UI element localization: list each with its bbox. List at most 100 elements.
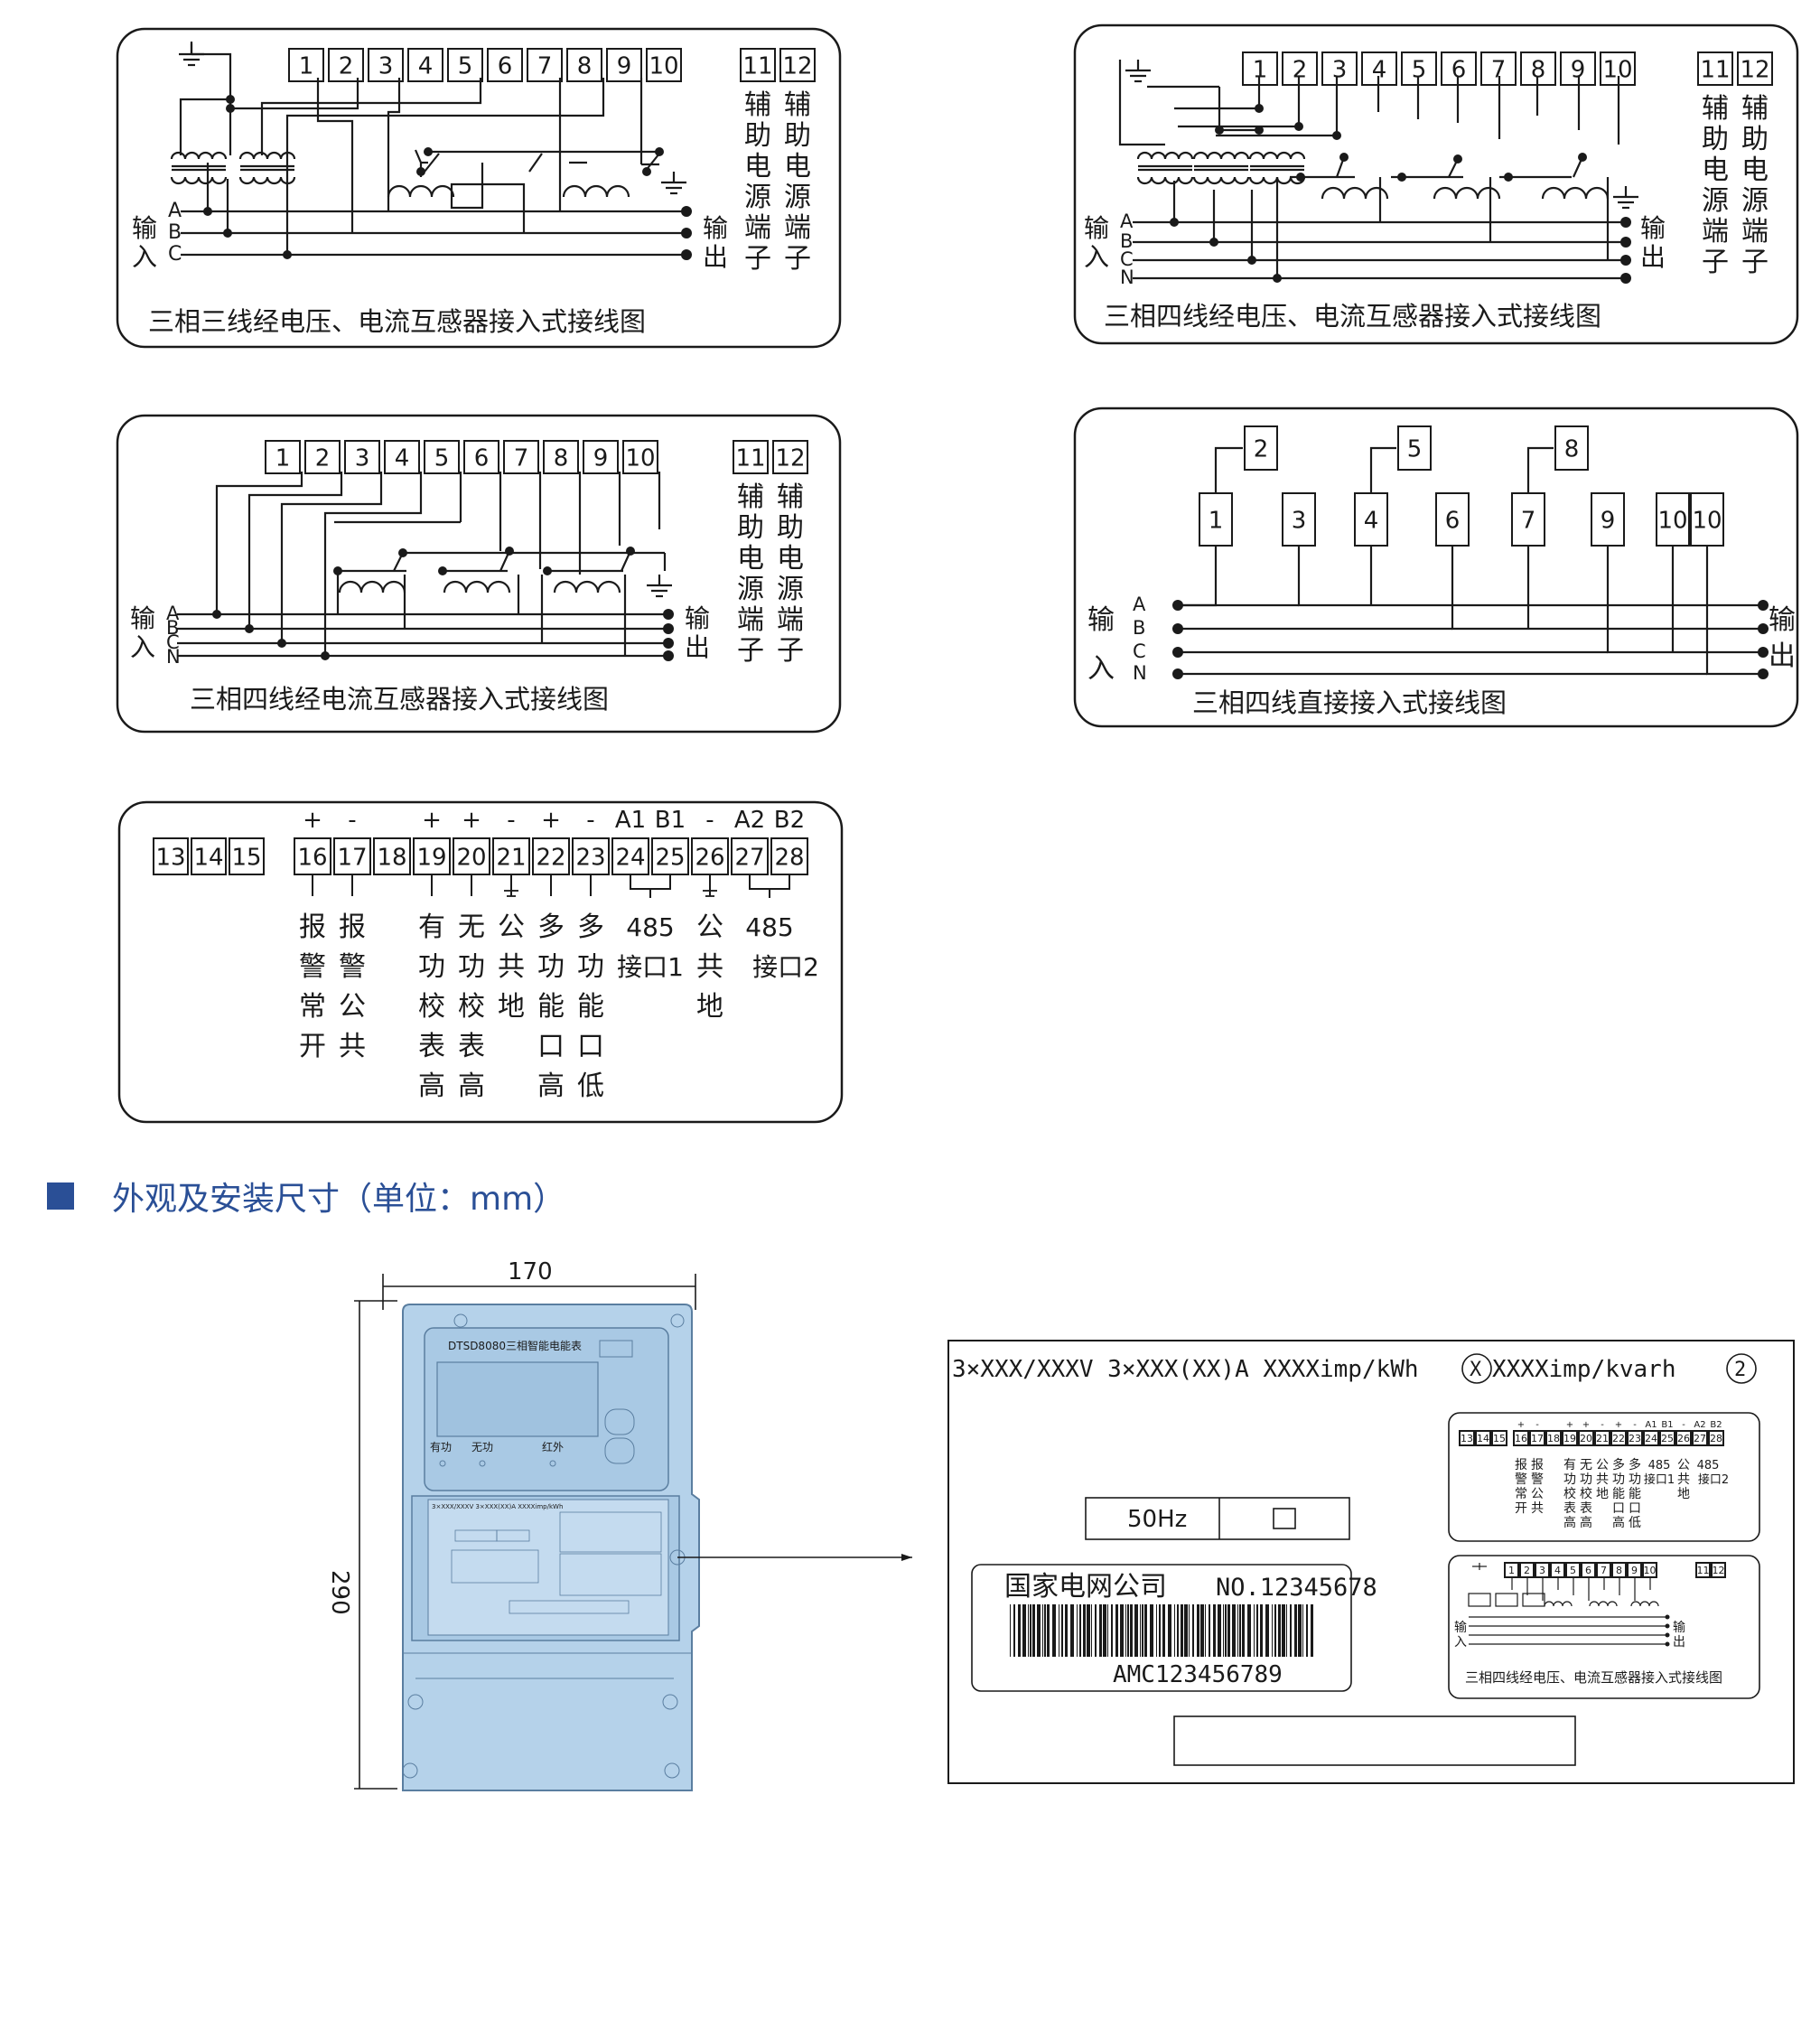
terminal-16-label: 16: [297, 844, 327, 871]
terminal-7-label: 7: [537, 52, 553, 79]
svg-text:源: 源: [737, 574, 764, 605]
svg-text:警: 警: [339, 951, 366, 983]
mini-terminal-23: 23: [1627, 1430, 1643, 1446]
svg-text:出: 出: [685, 632, 710, 662]
terminal-24-label: 24: [615, 844, 645, 871]
mini-aux-12: 12: [1711, 1562, 1726, 1578]
svg-text:输: 输: [130, 603, 155, 633]
terminal-26-label: 26: [695, 844, 724, 871]
terminal-12: 12: [772, 440, 808, 474]
svg-text:高: 高: [418, 1070, 445, 1102]
svg-text:功: 功: [418, 951, 445, 983]
svg-text:端: 端: [1702, 216, 1729, 248]
mini-terminal-24-label: 24: [1645, 1433, 1657, 1444]
svg-text:输: 输: [1640, 213, 1666, 243]
svg-text:入: 入: [132, 242, 157, 272]
terminal-23-label: 23: [575, 844, 605, 871]
phase-a: A: [1120, 210, 1134, 232]
phase-n: N: [166, 646, 181, 668]
phase-b: B: [1133, 617, 1145, 639]
svg-text:源: 源: [744, 182, 771, 213]
terminal-19-label: 19: [416, 844, 446, 871]
terminal-26: 26: [691, 837, 729, 875]
svg-text:开: 开: [299, 1031, 326, 1062]
svg-text:-: -: [1601, 1420, 1604, 1430]
mini-terminal-19-label: 19: [1563, 1433, 1576, 1444]
svg-text:高: 高: [1580, 1515, 1592, 1530]
svg-text:地: 地: [498, 991, 525, 1023]
terminal-10-label: 10: [649, 52, 678, 79]
mini-terminal-26: 26: [1675, 1430, 1692, 1446]
svg-text:子: 子: [744, 243, 771, 275]
svg-text:无: 无: [458, 911, 485, 943]
sign-21: -: [507, 807, 515, 834]
circle-x: X: [1470, 1359, 1482, 1381]
terminal-9-label: 9: [617, 52, 632, 79]
terminal-15-label: 15: [231, 844, 261, 871]
terminal-2: 2: [304, 440, 341, 474]
svg-text:+: +: [1566, 1420, 1573, 1430]
phase-n: N: [1120, 266, 1134, 288]
circle-2: 2: [1734, 1359, 1746, 1381]
svg-text:表: 表: [1563, 1501, 1576, 1516]
svg-text:辅: 辅: [777, 481, 804, 513]
svg-text:端: 端: [784, 212, 811, 244]
svg-text:输: 输: [1769, 604, 1796, 636]
svg-text:能: 能: [537, 991, 565, 1023]
terminal-9-label: 9: [1571, 56, 1586, 83]
svg-text:常: 常: [299, 991, 326, 1023]
sign-19: +: [422, 807, 442, 834]
terminal-6-label: 6: [498, 52, 513, 79]
sign-24: A1: [615, 807, 646, 834]
svg-text:公: 公: [1531, 1487, 1544, 1501]
svg-text:A2: A2: [1694, 1420, 1705, 1430]
svg-text:辅: 辅: [737, 481, 764, 513]
terminal-2-label: 2: [315, 444, 331, 472]
svg-text:报: 报: [339, 911, 366, 943]
svg-text:输: 输: [1087, 604, 1115, 636]
sign-28: B2: [774, 807, 805, 834]
barcode-text: AMC123456789: [1113, 1661, 1283, 1688]
terminal-25-label: 25: [655, 844, 685, 871]
terminal-11: 11: [733, 440, 769, 474]
mini-terminal-14: 14: [1475, 1430, 1491, 1446]
mini-terminal-24: 24: [1643, 1430, 1659, 1446]
meter-model: DTSD8080三相智能电能表: [448, 1339, 582, 1352]
terminal-5: 5: [447, 48, 483, 82]
svg-text:公: 公: [498, 911, 525, 943]
mini-terminal-25-label: 25: [1661, 1433, 1674, 1444]
svg-text:无: 无: [1580, 1458, 1592, 1472]
terminal-top-8-label: 8: [1564, 435, 1580, 463]
sign-16: +: [303, 807, 322, 834]
mini-terminal-21-label: 21: [1596, 1433, 1609, 1444]
terminal-16: 16: [294, 837, 331, 875]
mini-terminal-17-label: 17: [1531, 1433, 1544, 1444]
terminal-25: 25: [651, 837, 689, 875]
svg-text:公: 公: [1596, 1458, 1609, 1472]
terminal-mid-7-4-label: 7: [1521, 507, 1536, 534]
terminal-9: 9: [583, 440, 619, 474]
svg-text:常: 常: [1515, 1487, 1527, 1501]
mini-terminal-20: 20: [1578, 1430, 1594, 1446]
svg-text:校: 校: [1580, 1486, 1592, 1501]
terminal-11-label: 11: [735, 444, 765, 472]
mini-terminal-26-label: 26: [1677, 1433, 1690, 1444]
svg-text:B2: B2: [1710, 1420, 1722, 1430]
mini-terminal-27-label: 27: [1694, 1433, 1706, 1444]
terminal-9-label: 9: [593, 444, 609, 472]
terminal-23: 23: [572, 837, 610, 875]
mini-spec: 3×XXX/XXXV 3×XXX(XX)A XXXXimp/kWh: [432, 1503, 563, 1510]
svg-text:共: 共: [1596, 1472, 1609, 1487]
terminal-12: 12: [1737, 51, 1773, 86]
terminal-5: 5: [424, 440, 460, 474]
